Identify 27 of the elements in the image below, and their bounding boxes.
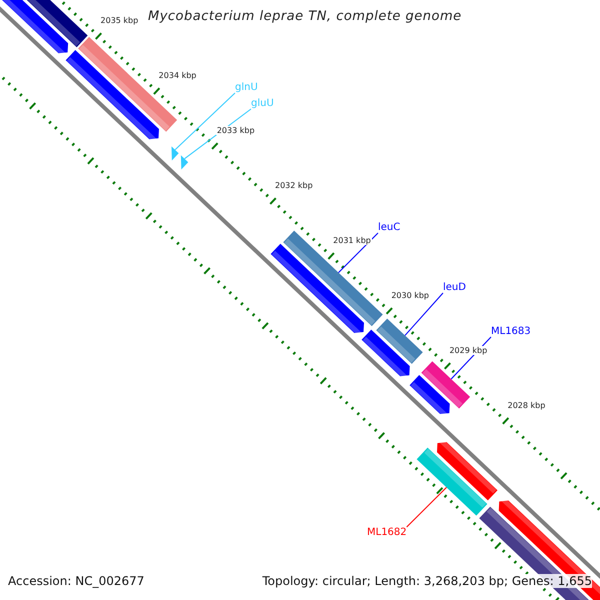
scale-label: 2032 kbp [274,181,314,190]
gene-label: ML1682 [367,527,407,538]
scale-label: 2034 kbp [158,71,198,80]
scale-label: 2030 kbp [390,290,430,300]
gene-bar [283,230,383,326]
scale-label: 2029 kbp [448,346,488,355]
gene-label: glnU [235,82,258,93]
leader-line [338,232,378,274]
footer-text: Accession: NC_002677 [8,574,144,588]
scale-label: 2035 kbp [100,16,140,26]
gene-bar [376,318,423,364]
scale-label: 2028 kbp [506,400,546,410]
gene-label: leuC [378,222,400,233]
gene-bar [421,361,470,408]
gene-bar [416,448,488,516]
gene-arrow [172,146,179,160]
gene-arrow [180,155,188,170]
gene-label: leuD [443,282,466,293]
leader-line [406,486,447,528]
title: Mycobacterium leprae TN, complete genome [148,9,462,24]
leader-line [404,292,444,336]
leader-line [174,92,236,150]
gene-label: ML1683 [491,326,531,337]
scale-label: 2031 kbp [332,236,372,245]
scale-label: 2033 kbp [216,126,256,136]
gene-label: gluU [251,98,274,109]
footer-text: Topology: circular; Length: 3,268,203 bp; Genes: 1,655 [262,574,592,588]
